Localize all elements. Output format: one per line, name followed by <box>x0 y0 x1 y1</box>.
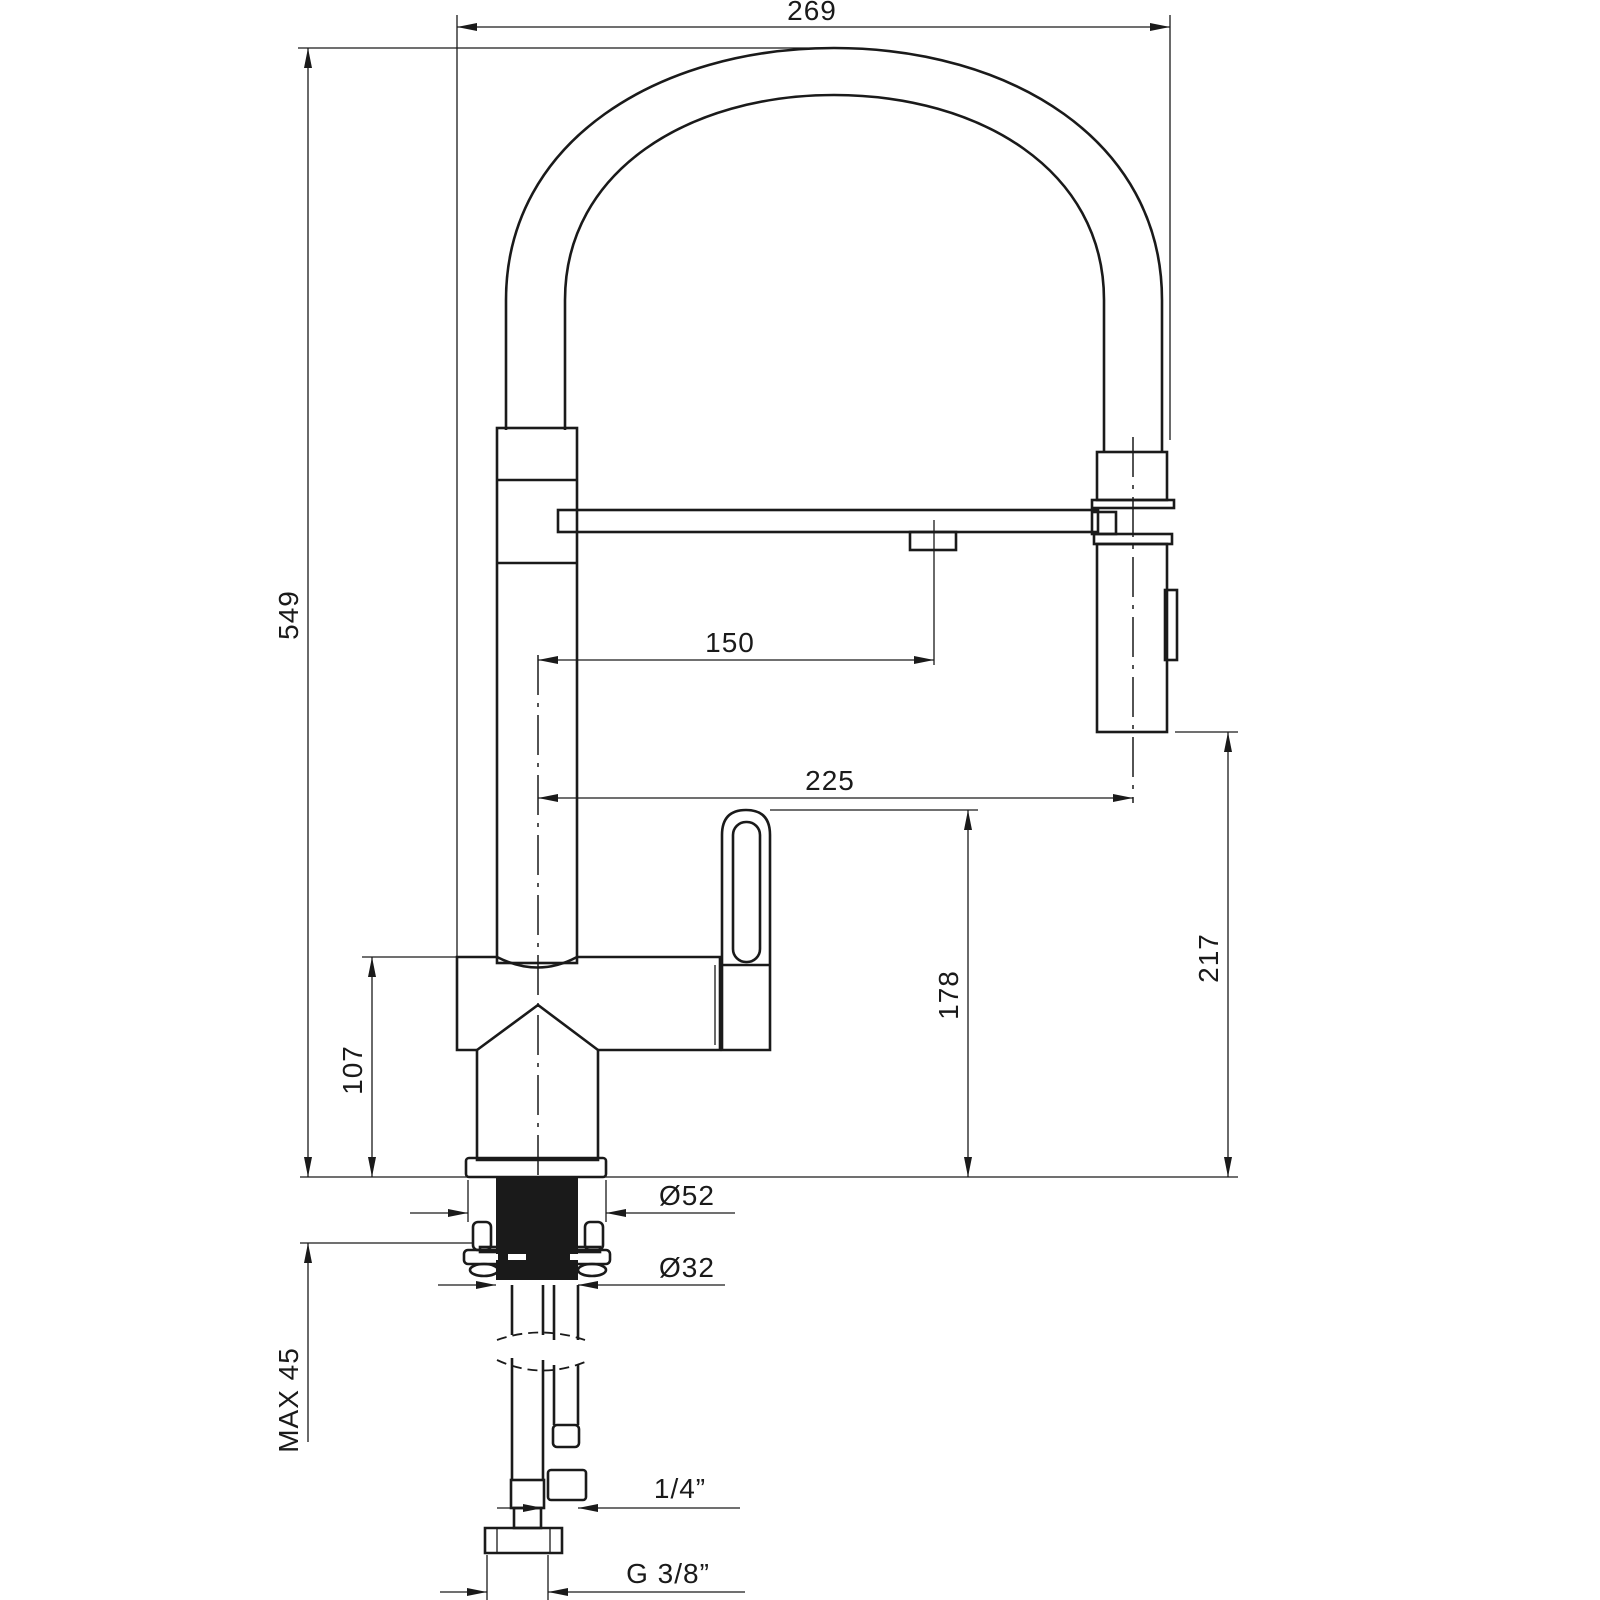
supply-hoses <box>483 1285 588 1555</box>
dim-label-shank-diameter: Ø32 <box>659 1252 715 1283</box>
mounting-shank <box>462 1178 612 1280</box>
dim-label-max-thickness: MAX 45 <box>273 1347 304 1453</box>
lever-handle <box>720 808 772 1052</box>
dim-label-body-height: 107 <box>337 1045 368 1095</box>
body-column <box>495 426 579 965</box>
dim-label-outlet-height: 217 <box>1193 933 1224 983</box>
spout-arc <box>504 46 1164 452</box>
spray-holder-arm <box>556 508 1100 665</box>
dim-label-height: 549 <box>273 590 304 640</box>
dim-label-g-three-eighths: G 3/8” <box>626 1558 710 1589</box>
spray-button <box>1163 588 1179 662</box>
dim-label-spray-reach: 225 <box>805 765 855 796</box>
dim-label-width: 269 <box>787 0 837 26</box>
dim-label-aerator-reach: 150 <box>705 627 755 658</box>
dimension-lines <box>304 22 1232 1596</box>
spray-head <box>1090 437 1179 803</box>
dim-label-lever-height: 178 <box>933 970 964 1020</box>
faucet-body <box>455 955 722 1179</box>
dim-label-quarter-inch: 1/4” <box>654 1473 706 1504</box>
dim-label-base-diameter: Ø52 <box>659 1180 715 1211</box>
